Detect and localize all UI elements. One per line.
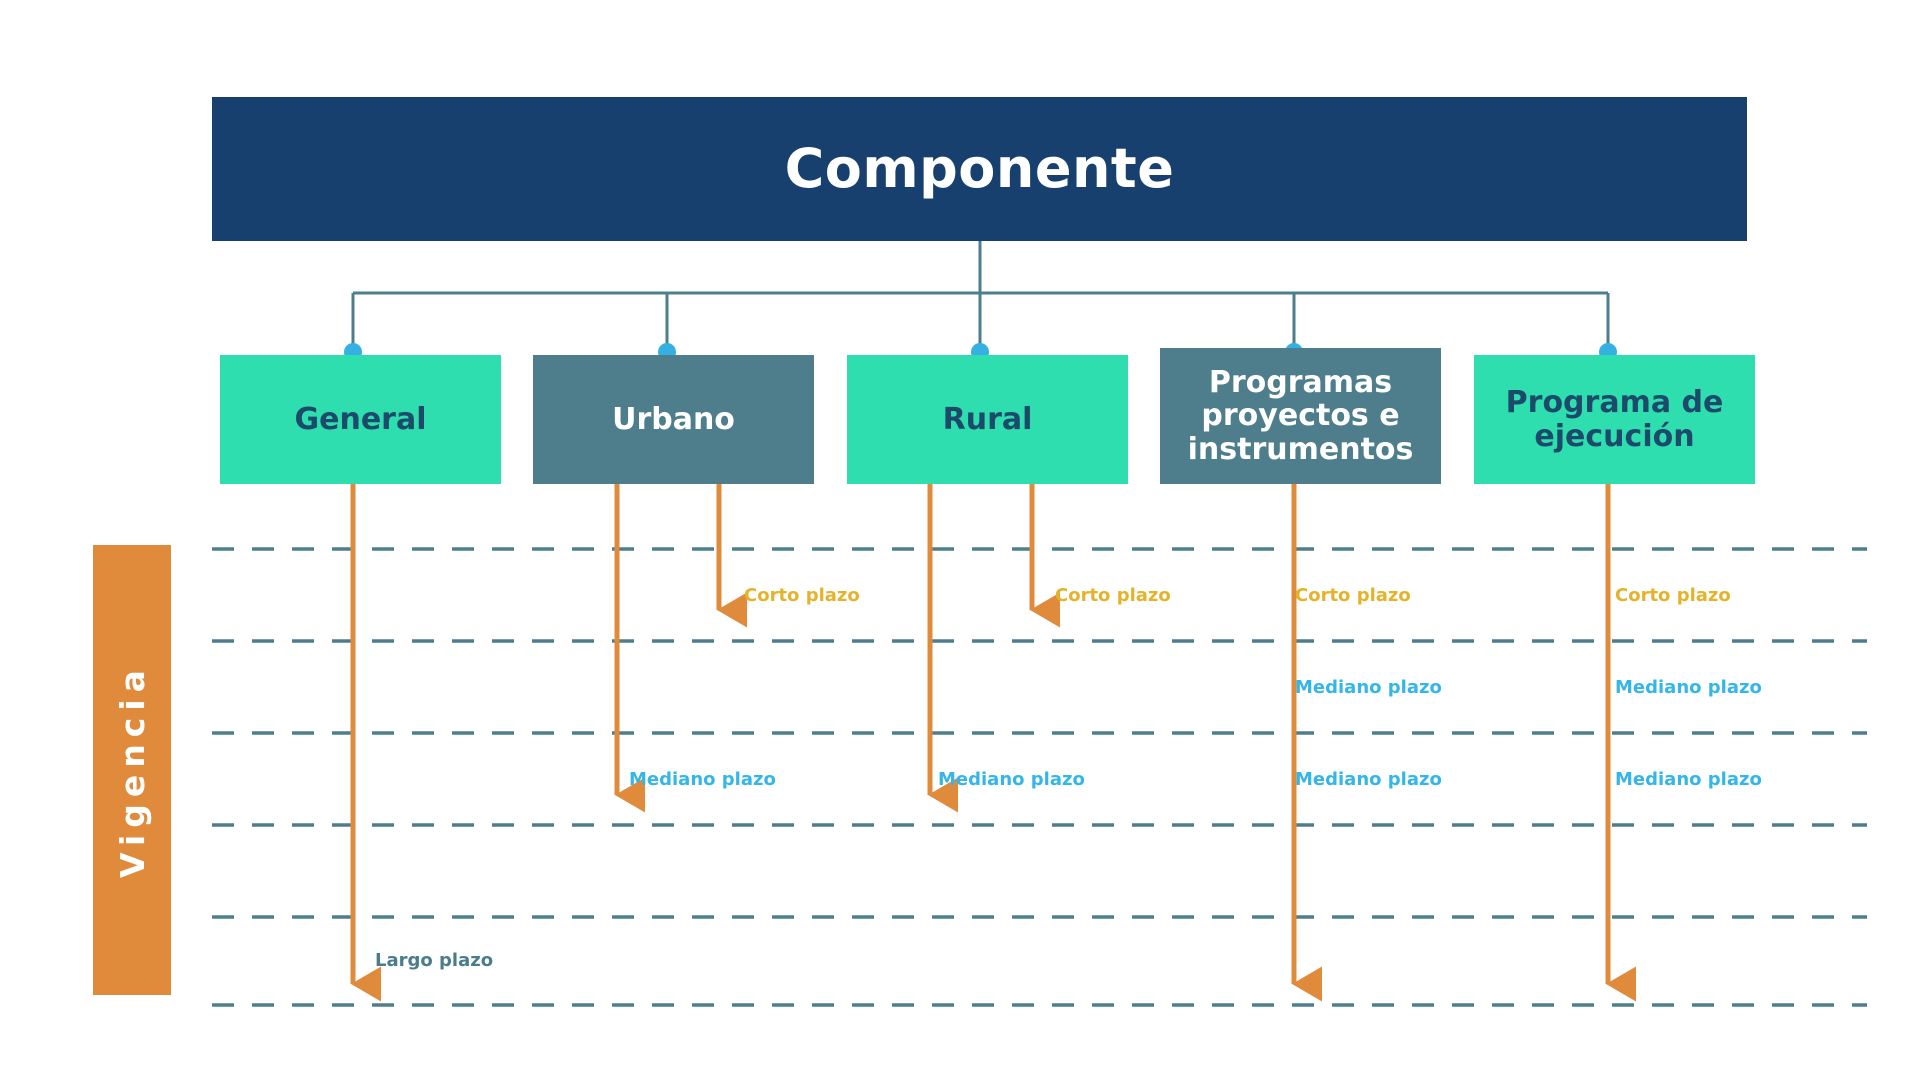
timeline-label-urbano-mediano: Mediano plazo [629, 769, 776, 790]
timeline-label-programa-ejecucion-mediano-2: Mediano plazo [1615, 769, 1762, 790]
timeline-label-programa-ejecucion-mediano-1: Mediano plazo [1615, 677, 1762, 698]
category-box-programas[interactable]: Programas proyectos e instrumentos [1160, 348, 1441, 484]
category-box-rural[interactable]: Rural [847, 355, 1128, 484]
category-box-programa-ejecucion[interactable]: Programa de ejecución [1474, 355, 1755, 484]
page-title: Componente [784, 137, 1175, 200]
vigencia-axis-label: Vigencia [112, 662, 152, 878]
timeline-label-programa-ejecucion-corto: Corto plazo [1615, 585, 1731, 606]
category-label-programas: Programas proyectos e instrumentos [1187, 364, 1414, 467]
category-label-general: General [294, 401, 427, 437]
timeline-label-rural-mediano: Mediano plazo [938, 769, 1085, 790]
timeline-label-programas-mediano-2: Mediano plazo [1295, 769, 1442, 790]
timeline-label-programas-mediano-1: Mediano plazo [1295, 677, 1442, 698]
category-box-urbano[interactable]: Urbano [533, 355, 814, 484]
category-box-general[interactable]: General [220, 355, 501, 484]
category-label-programa-ejecucion: Programa de ejecución [1505, 384, 1724, 454]
vigencia-axis-bar: Vigencia [93, 545, 171, 995]
timeline-label-urbano-corto: Corto plazo [744, 585, 860, 606]
category-label-urbano: Urbano [612, 401, 735, 437]
category-label-rural: Rural [942, 401, 1033, 437]
component-header: Componente [212, 97, 1747, 241]
timeline-label-programas-corto: Corto plazo [1295, 585, 1411, 606]
timeline-label-general-largo: Largo plazo [375, 950, 494, 971]
timeline-label-rural-corto: Corto plazo [1055, 585, 1171, 606]
